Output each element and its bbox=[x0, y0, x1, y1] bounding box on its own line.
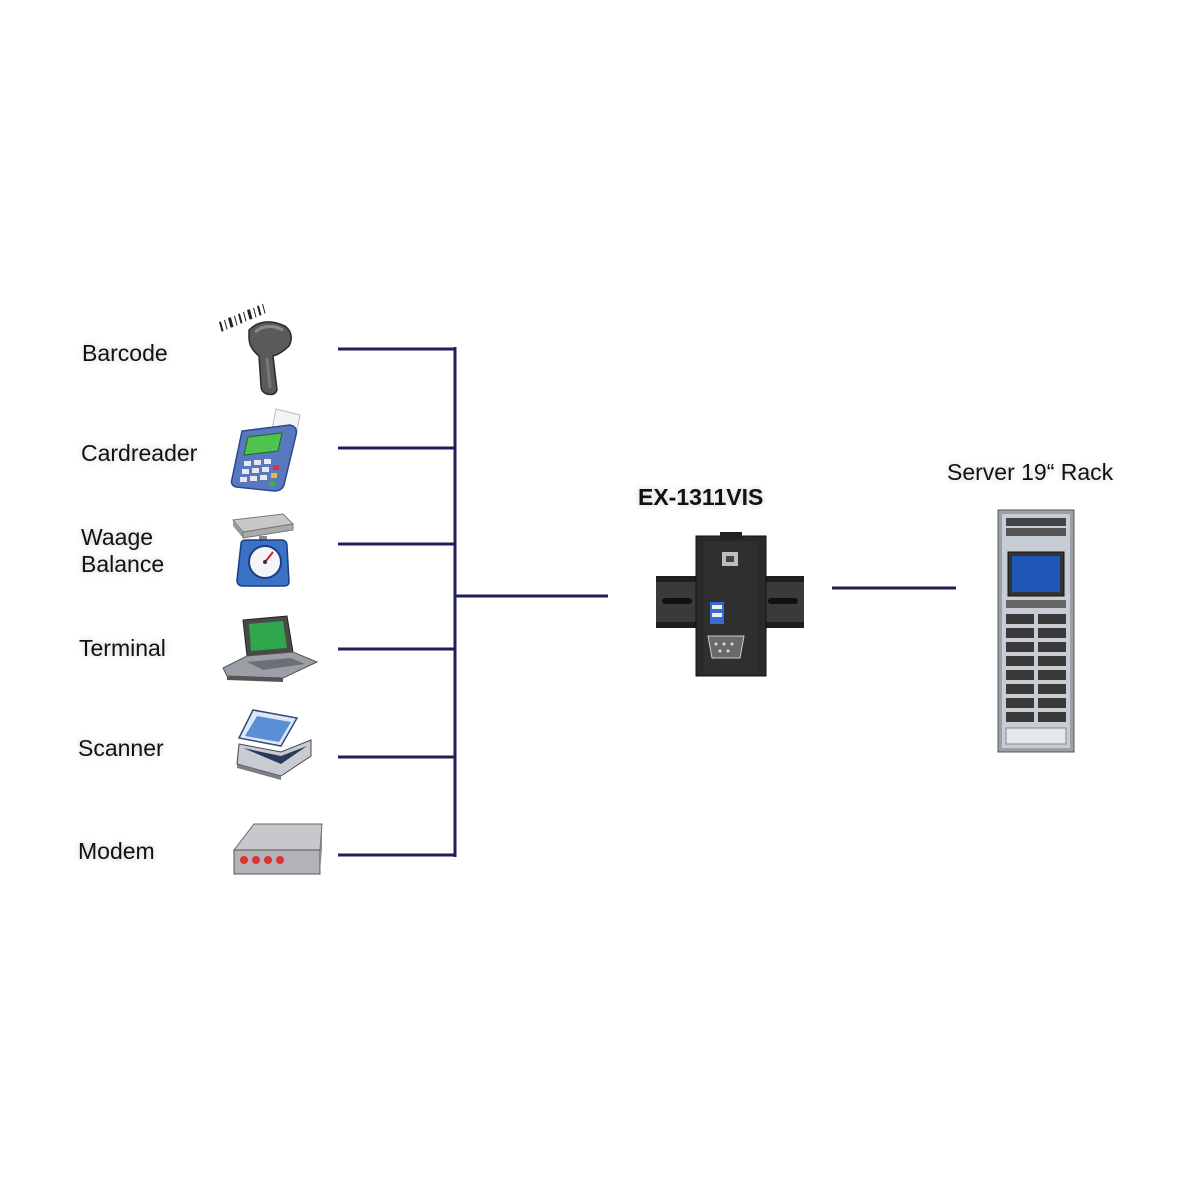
label-balance: Waage Balance bbox=[81, 524, 164, 578]
server-title: Server 19“ Rack bbox=[947, 459, 1114, 485]
hub-title: EX-1311VIS bbox=[638, 484, 764, 510]
barcode-scanner-icon bbox=[215, 298, 305, 400]
usb-serial-converter-din-rail-icon bbox=[654, 532, 806, 680]
server-rack-icon bbox=[996, 508, 1076, 754]
label-scanner-text: Scanner bbox=[78, 735, 164, 761]
label-terminal-text: Terminal bbox=[79, 635, 166, 661]
flatbed-scanner-icon bbox=[233, 704, 315, 782]
label-scanner: Scanner bbox=[78, 735, 164, 762]
terminal-icon bbox=[213, 612, 319, 682]
card-reader-icon bbox=[226, 405, 308, 493]
label-barcode: Barcode bbox=[82, 340, 168, 367]
weighing-scale-icon bbox=[229, 510, 295, 588]
label-terminal: Terminal bbox=[79, 635, 166, 662]
label-cardreader-text: Cardreader bbox=[81, 440, 198, 466]
label-barcode-text: Barcode bbox=[82, 340, 168, 366]
label-cardreader: Cardreader bbox=[81, 440, 197, 467]
label-modem: Modem bbox=[78, 838, 155, 865]
modem-icon bbox=[230, 820, 324, 880]
label-balance-line2: Balance bbox=[81, 551, 165, 577]
label-balance-line1: Waage bbox=[81, 524, 154, 550]
label-modem-text: Modem bbox=[78, 838, 155, 864]
